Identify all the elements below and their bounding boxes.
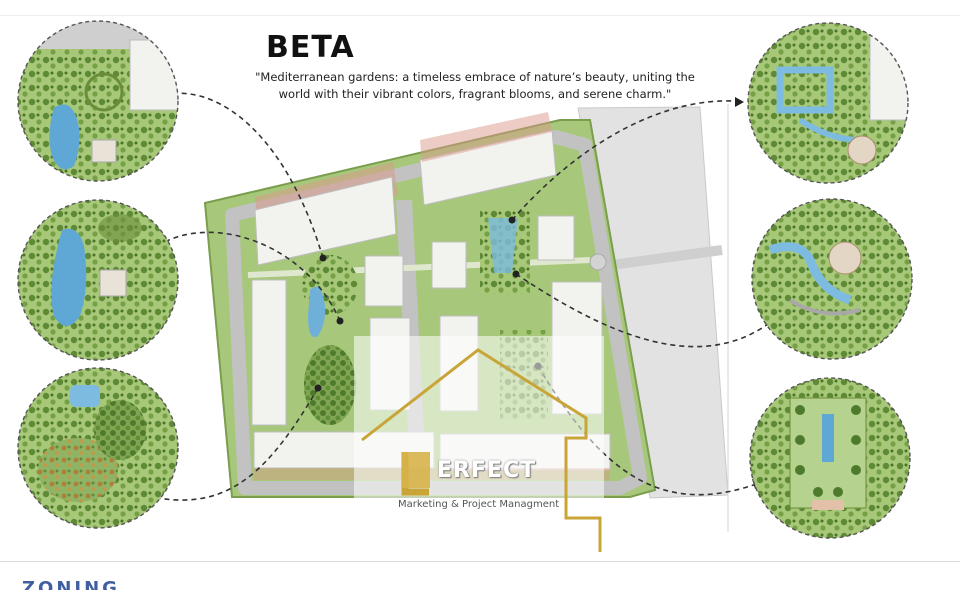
detail-circle-bottom-left: [18, 368, 178, 528]
top-divider: [0, 15, 960, 16]
watermark-brand-text: ERFECT: [437, 458, 537, 483]
project-quote: "Mediterranean gardens: a timeless embra…: [255, 70, 695, 101]
brand-watermark: [354, 336, 604, 582]
detail-circle-mid-right: [752, 199, 912, 359]
detail-circle-top-right: [748, 23, 908, 183]
bottom-divider: [0, 561, 960, 562]
project-title: BETA: [266, 30, 355, 65]
detail-circle-top-left: [18, 21, 178, 181]
watermark-tagline: Marketing & Project Managment: [398, 499, 560, 510]
zoning-section-heading: ZONING: [22, 578, 120, 590]
detail-circle-bottom-right: [750, 378, 910, 538]
detail-circle-mid-left: [18, 200, 178, 360]
